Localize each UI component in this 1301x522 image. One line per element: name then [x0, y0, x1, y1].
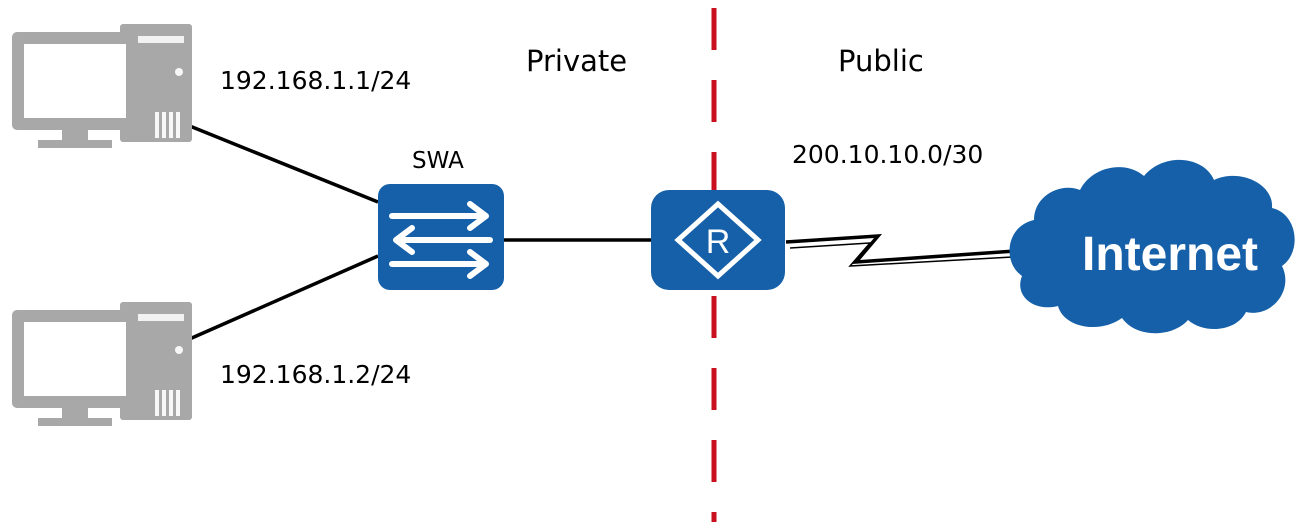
- pc1-ip-label: 192.168.1.1/24: [220, 66, 412, 95]
- pc1-icon: [12, 24, 192, 148]
- serial-link-router-internet: [785, 233, 1031, 265]
- router-label: R: [706, 223, 731, 261]
- wan-subnet-label: 200.10.10.0/30: [792, 140, 984, 169]
- router-icon: R: [651, 190, 785, 290]
- cloud-icon: Internet: [1009, 159, 1295, 334]
- link-pc2-switch: [159, 254, 379, 354]
- cloud-label: Internet: [1082, 228, 1258, 281]
- switch-icon: [378, 184, 504, 290]
- link-pc1-switch: [159, 112, 379, 204]
- public-zone-label: Public: [838, 44, 924, 78]
- pc2-icon: [12, 302, 192, 426]
- pc2-ip-label: 192.168.1.2/24: [220, 360, 412, 389]
- private-zone-label: Private: [526, 44, 628, 78]
- switch-label: SWA: [412, 148, 464, 174]
